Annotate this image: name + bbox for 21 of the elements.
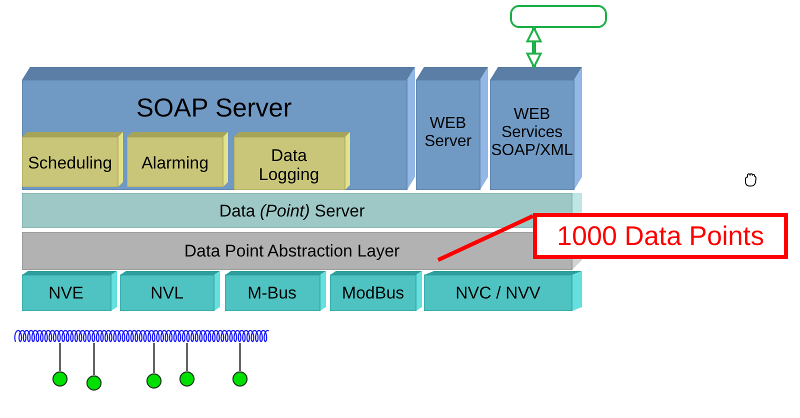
block-label: Scheduling [28,153,112,173]
connector-line [59,343,61,371]
connector-line [153,343,155,373]
block-label: M-Bus [247,283,297,303]
block-label: Data Point Abstraction Layer [184,241,400,261]
callout-box [533,213,788,259]
connector-line [239,343,241,371]
block-label: NVC / NVV [455,283,541,303]
block-label: SOAP Server [136,93,292,123]
block-label: Alarming [141,153,209,173]
block-label: Data Logging [258,146,320,184]
callout-label: 1000 Data Points [556,220,764,252]
block-label: Data (Point) Server [219,201,365,221]
block-label: ModBus [342,283,404,303]
block-label: NVE [48,283,84,303]
block-label: WEB Services SOAP/XML [490,106,574,160]
connector-line [186,343,188,371]
block-label: NVL [150,283,184,303]
connector-line [93,343,95,375]
double-arrow [526,27,542,68]
block-label: WEB Server [423,115,473,151]
